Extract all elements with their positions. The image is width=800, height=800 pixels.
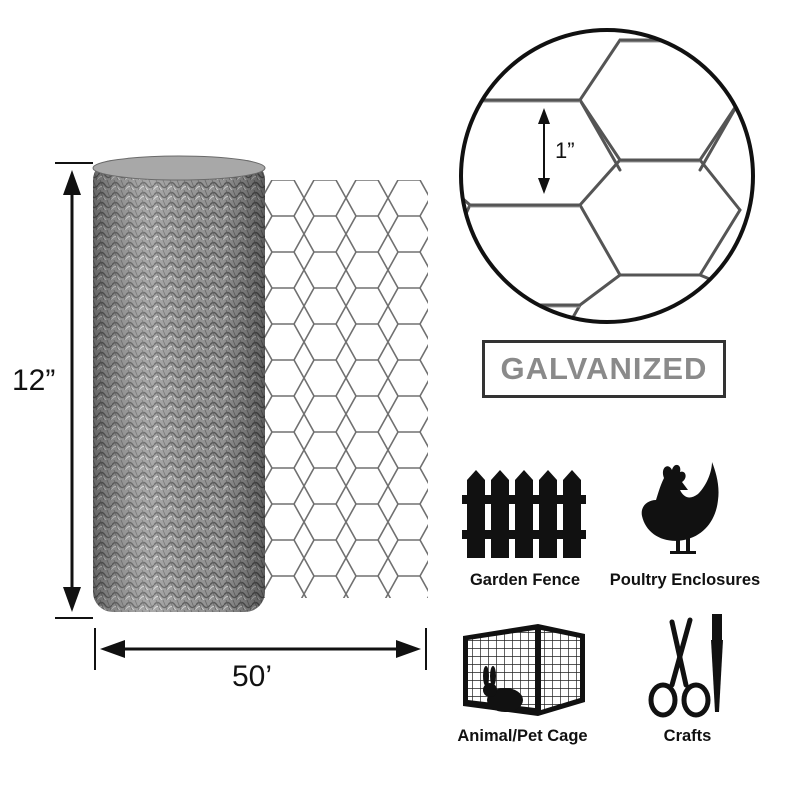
use-label-crafts: Crafts <box>663 727 712 745</box>
mesh-size-label: 1” <box>555 138 575 163</box>
unrolled-mesh <box>262 180 428 598</box>
length-label: 50’ <box>232 660 273 693</box>
galvanized-badge: GALVANIZED <box>482 340 726 398</box>
height-label: 12” <box>12 362 56 400</box>
use-label-animal-pet-cage: Animal/Pet Cage <box>457 727 588 745</box>
use-label-garden-fence: Garden Fence <box>469 571 581 589</box>
mesh-roll <box>92 155 266 612</box>
use-label-poultry-enclosures: Poultry Enclosures <box>609 571 761 589</box>
